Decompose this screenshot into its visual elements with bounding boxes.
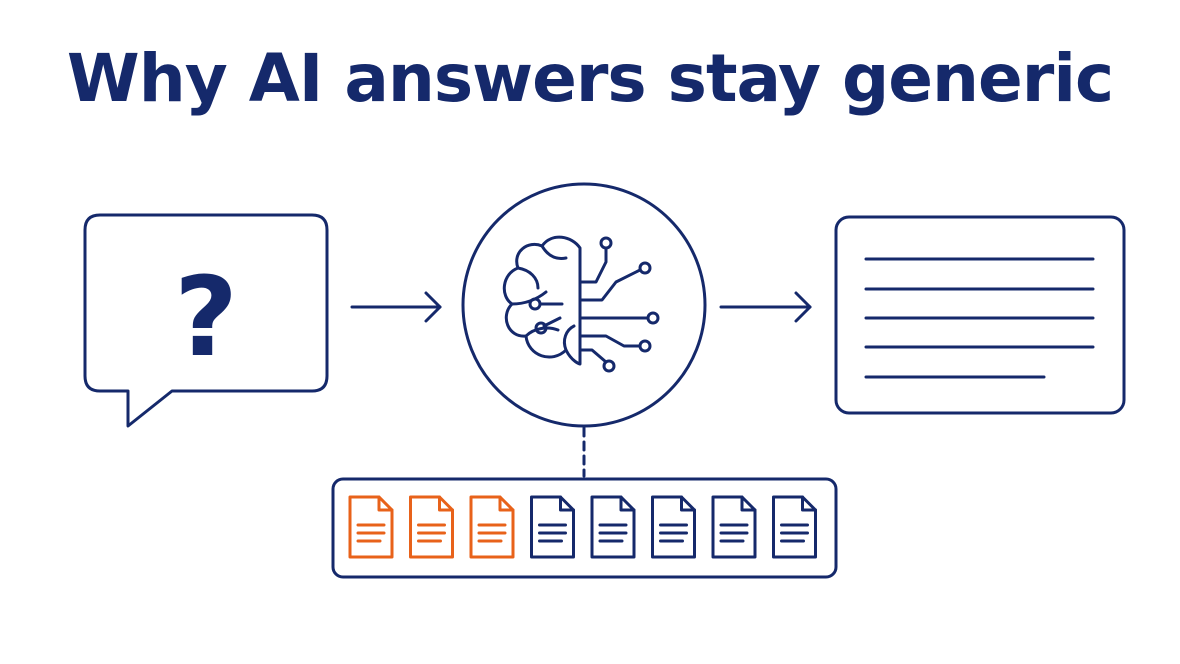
- question-bubble-icon: [83, 213, 329, 428]
- document-icon-highlighted: [469, 495, 515, 559]
- documents-group: [348, 495, 817, 559]
- model-circle: [461, 182, 707, 428]
- document-icon-highlighted: [348, 495, 394, 559]
- text-lines-icon: [864, 257, 1095, 379]
- brain-circuit-icon: [502, 235, 660, 373]
- document-icon-highlighted: [409, 495, 454, 559]
- page-title: Why AI answers stay generic: [66, 40, 1114, 117]
- document-icon: [651, 495, 696, 559]
- document-icon: [772, 495, 817, 559]
- document-icon: [711, 495, 757, 559]
- source-documents-strip: [331, 477, 838, 579]
- document-icon: [530, 495, 575, 559]
- arrow-right-icon: [719, 291, 812, 323]
- document-icon: [590, 495, 636, 559]
- answer-box: [834, 215, 1126, 415]
- question-mark: ?: [174, 253, 238, 381]
- arrow-right-icon: [350, 291, 442, 323]
